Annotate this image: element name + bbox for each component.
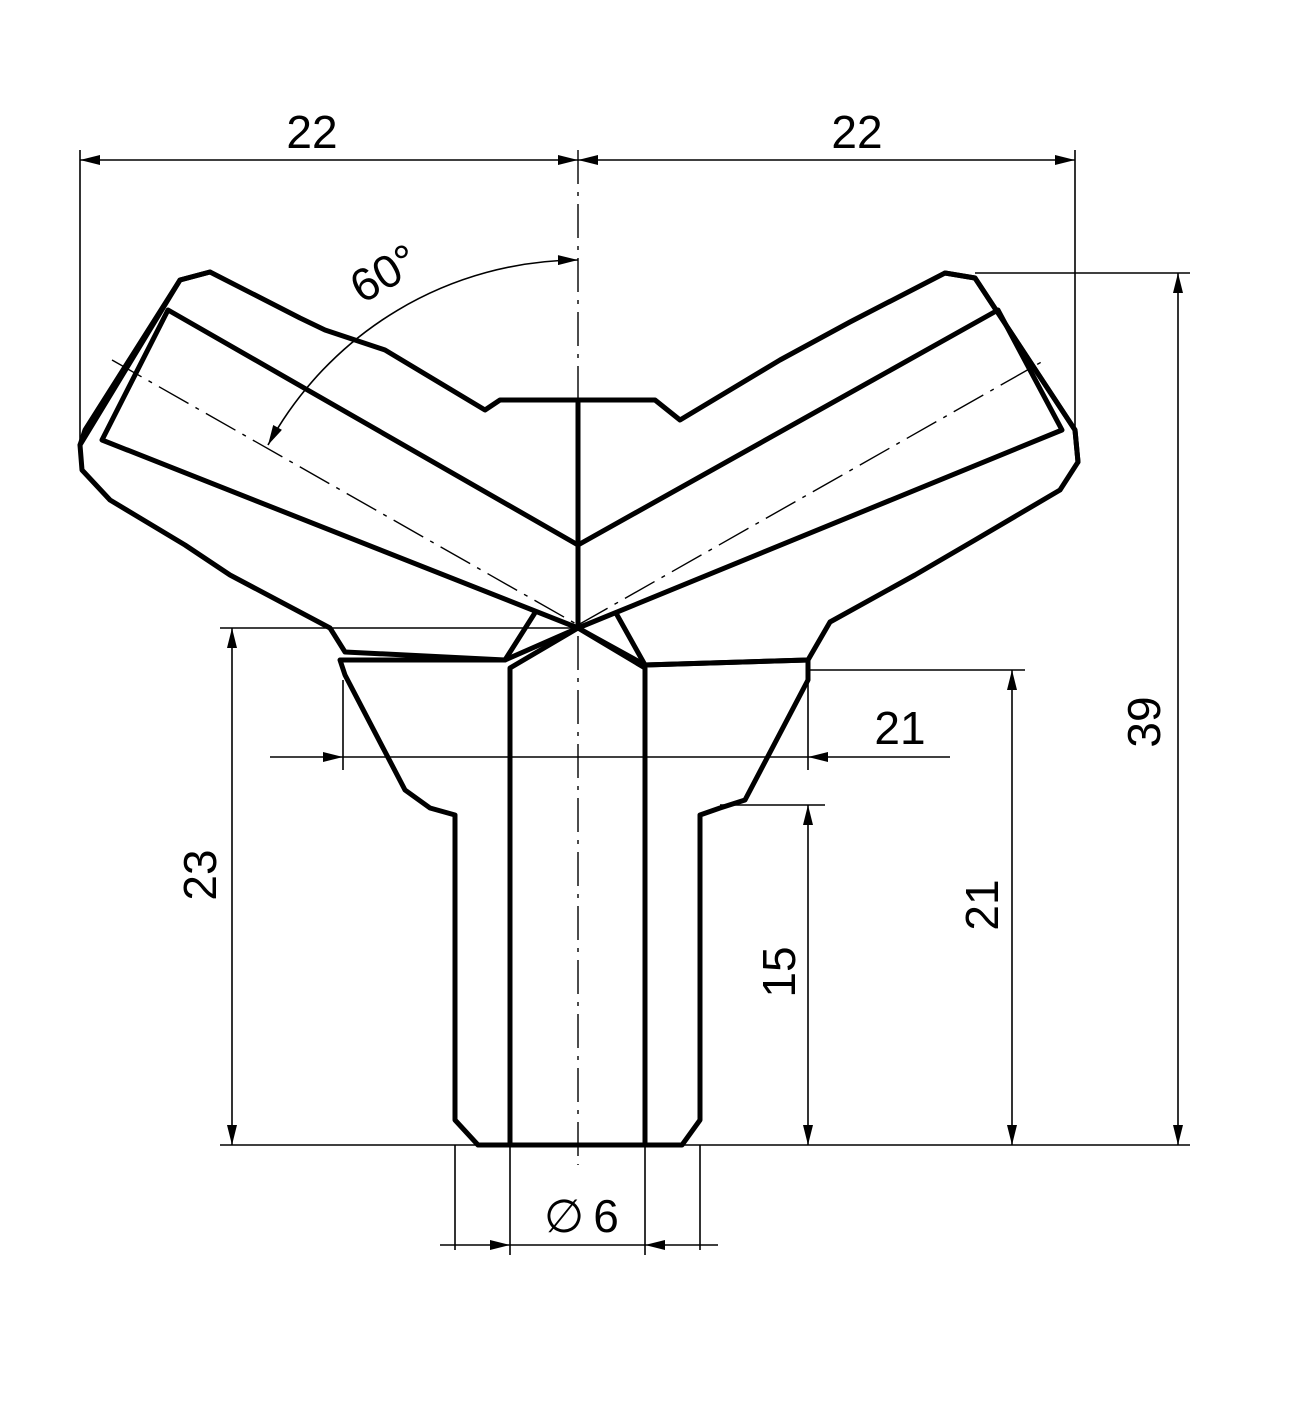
dim-branch-neck: 21 — [874, 702, 925, 754]
dim-height-left: 23 — [174, 849, 226, 900]
dim-stem-length: 15 — [753, 946, 805, 997]
part-section — [77, 269, 1081, 1148]
left-bore — [99, 307, 581, 631]
right-bore — [575, 307, 1065, 631]
dimension-lines — [80, 155, 1183, 1250]
center-lines — [111, 150, 1046, 1165]
dim-right-width: 22 — [831, 106, 882, 158]
diameter-symbol: ∅ — [544, 1190, 584, 1242]
dim-total-height: 39 — [1118, 696, 1170, 747]
dim-height-right: 21 — [956, 879, 1008, 930]
dim-bore-diameter: 6 — [593, 1190, 619, 1242]
dimension-labels: 22 22 60° 21 23 15 21 39 ∅ 6 — [174, 106, 1170, 1242]
dim-left-width: 22 — [286, 106, 337, 158]
